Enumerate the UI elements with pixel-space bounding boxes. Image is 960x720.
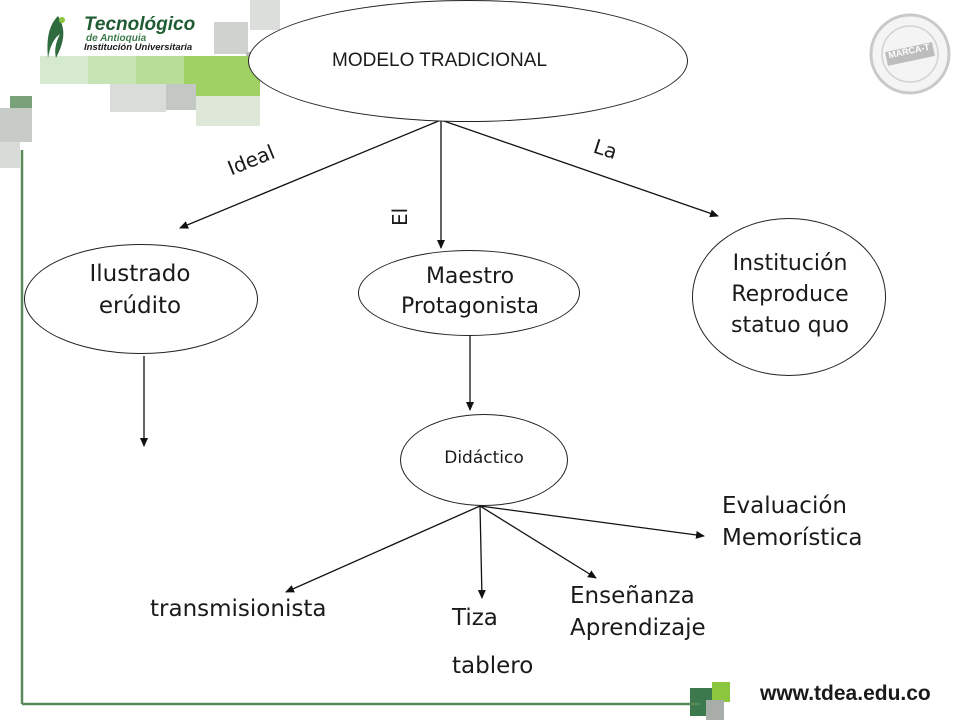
logo-tagline: Institución Universitaria — [84, 42, 193, 53]
node-transmisionista-label: transmisionista — [150, 596, 327, 622]
node-ilustrado-line2: erúdito — [98, 293, 182, 319]
node-ilustrado-oval — [24, 244, 258, 354]
node-institucion-label: Institución Reproduce statuo quo — [702, 248, 878, 341]
node-ensenanza-label: Enseñanza Aprendizaje — [570, 580, 706, 644]
node-tiza-line2: tablero — [452, 653, 534, 679]
node-tiza-label: Tiza tablero — [452, 594, 533, 690]
node-didactico-oval — [400, 414, 568, 506]
seal-icon — [869, 13, 951, 95]
node-maestro-label: Maestro Protagonista — [376, 262, 564, 322]
footer-url: www.tdea.edu.co — [760, 682, 931, 705]
node-ensenanza-line1: Enseñanza — [570, 583, 695, 609]
node-institucion-line2: Reproduce — [731, 282, 849, 307]
node-evaluacion-line1: Evaluación — [722, 493, 847, 519]
node-evaluacion-line2: Memorística — [722, 525, 863, 551]
node-institucion-line3: statuo quo — [731, 313, 849, 338]
logo-name: Tecnológico — [84, 14, 196, 35]
node-maestro-line1: Maestro — [425, 264, 515, 289]
node-ensenanza-line2: Aprendizaje — [570, 615, 706, 641]
edge-label-el: El — [388, 207, 412, 226]
node-institucion-oval — [692, 218, 886, 376]
node-root-label: MODELO TRADICIONAL — [332, 50, 548, 71]
logo-subtitle: de Antioquia — [86, 33, 147, 44]
node-evaluacion-label: Evaluación Memorística — [722, 490, 862, 554]
node-ilustrado-line1: Ilustrado — [89, 261, 191, 287]
node-ilustrado-label: Ilustrado erúdito — [50, 258, 230, 322]
node-root-oval — [248, 0, 688, 122]
flame-icon — [47, 16, 65, 58]
node-institucion-line1: Institución — [732, 251, 848, 276]
node-tiza-line1: Tiza — [452, 605, 498, 631]
node-maestro-oval — [358, 250, 580, 336]
node-didactico-label: Didáctico — [444, 448, 524, 468]
node-maestro-line2: Protagonista — [400, 294, 540, 319]
